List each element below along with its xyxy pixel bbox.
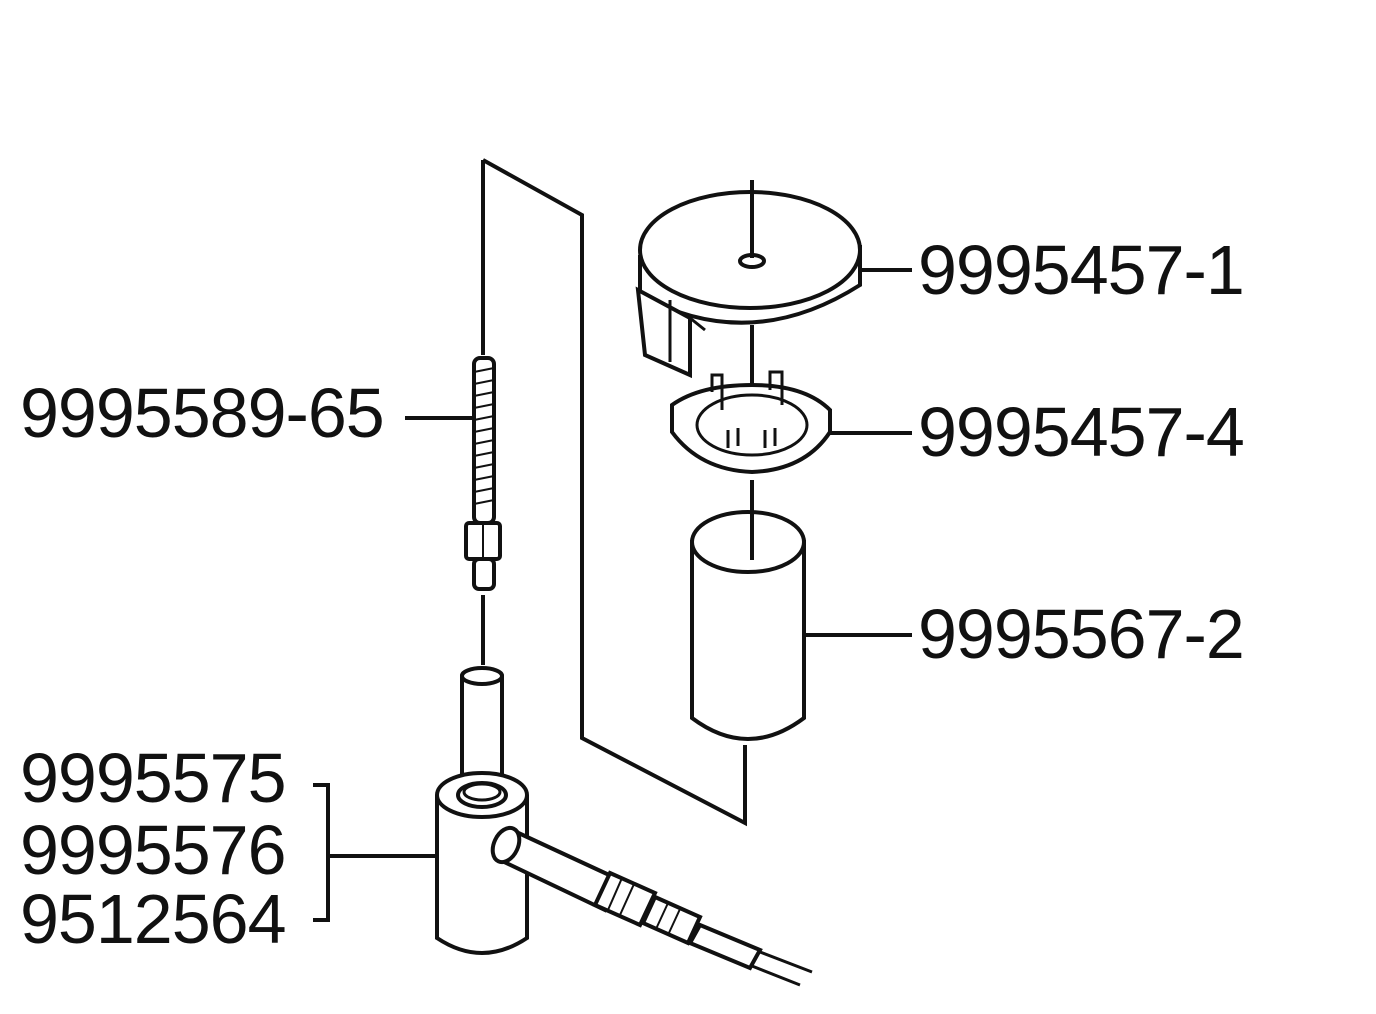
threaded-rod-part bbox=[464, 356, 502, 665]
sleeve-part-number: 9995567-2 bbox=[918, 595, 1244, 673]
base-part-number-1: 9995575 bbox=[20, 739, 286, 817]
assembly-path-line bbox=[481, 158, 747, 827]
rod-part-number: 9995589-65 bbox=[20, 374, 384, 452]
leader-lines bbox=[313, 268, 912, 922]
sleeve-part bbox=[690, 510, 806, 741]
base-part-number-3: 9512564 bbox=[20, 880, 286, 958]
cap-part bbox=[635, 180, 862, 395]
cap-part-number: 9995457-1 bbox=[918, 231, 1244, 309]
base-fitting-part bbox=[435, 666, 813, 987]
base-bracket bbox=[313, 783, 330, 922]
base-part-number-2: 9995576 bbox=[20, 811, 286, 889]
ring-part-number: 9995457-4 bbox=[918, 393, 1244, 471]
